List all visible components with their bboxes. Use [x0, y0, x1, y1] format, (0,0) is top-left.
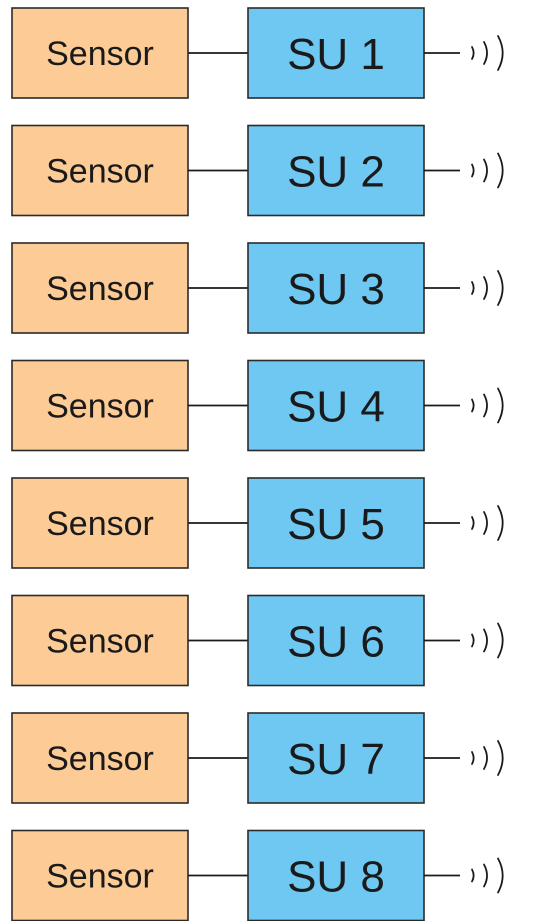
sensor-label: Sensor	[46, 740, 154, 778]
sensor-unit-label: SU 1	[287, 30, 385, 79]
sensor-unit-label: SU 4	[287, 383, 385, 432]
signal-wave-2	[483, 628, 488, 653]
signal-wave-1	[471, 868, 475, 883]
signal-wave-2	[483, 511, 488, 535]
signal-wave-2	[483, 158, 488, 183]
diagram-row-2: Sensor SU 2	[11, 124, 504, 217]
sensor-unit-box	[247, 477, 425, 569]
signal-wave-3	[497, 35, 504, 71]
signal-wave-1	[471, 633, 475, 648]
signal-wave-3	[497, 270, 504, 306]
signal-wave-1	[471, 46, 475, 60]
signal-wave-3	[497, 387, 504, 424]
sensor-unit-label: SU 8	[287, 853, 385, 902]
signal-wave-2	[483, 276, 488, 300]
signal-wave-2	[483, 746, 488, 770]
wireless-signal-icon	[424, 270, 504, 306]
signal-wave-1	[471, 281, 475, 295]
signal-wave-1	[471, 516, 475, 530]
sensor-unit-label: SU 6	[287, 618, 385, 667]
sensor-unit-label: SU 3	[287, 265, 385, 314]
wireless-signal-icon	[424, 35, 504, 71]
signal-wave-2	[483, 863, 488, 888]
signal-wave-3	[497, 505, 504, 541]
diagram-row-6: Sensor SU 6	[11, 594, 504, 687]
sensor-label: Sensor	[46, 505, 154, 543]
sensor-unit-box	[247, 594, 425, 687]
wireless-signal-icon	[424, 152, 504, 189]
sensor-box	[11, 712, 189, 804]
sensor-unit-box	[247, 712, 425, 804]
sensor-unit-box	[247, 124, 425, 217]
sensor-unit-label: SU 5	[287, 500, 385, 549]
wireless-signal-icon	[424, 387, 504, 424]
sensor-box	[11, 594, 189, 687]
sensor-label: Sensor	[46, 35, 154, 73]
signal-wave-3	[497, 857, 504, 894]
diagram-row-1: Sensor SU 1	[11, 7, 504, 99]
diagram-row-8: Sensor SU 8	[11, 829, 504, 921]
sensor-label: Sensor	[46, 388, 154, 426]
sensor-box	[11, 242, 189, 334]
signal-wave-3	[497, 740, 504, 776]
sensor-box	[11, 477, 189, 569]
diagram-row-4: Sensor SU 4	[11, 359, 504, 452]
diagram-row-3: Sensor SU 3	[11, 242, 504, 334]
signal-wave-3	[497, 622, 504, 659]
sensor-box	[11, 829, 189, 921]
sensor-box	[11, 359, 189, 452]
signal-wave-1	[471, 751, 475, 765]
wireless-signal-icon	[424, 622, 504, 659]
diagram-row-5: Sensor SU 5	[11, 477, 504, 569]
sensor-label: Sensor	[46, 153, 154, 191]
sensor-unit-label: SU 7	[287, 735, 385, 784]
sensor-label: Sensor	[46, 270, 154, 308]
wireless-signal-icon	[424, 740, 504, 776]
wireless-signal-icon	[424, 857, 504, 894]
sensor-unit-box	[247, 242, 425, 334]
signal-wave-2	[483, 41, 488, 65]
sensor-label: Sensor	[46, 623, 154, 661]
sensor-label: Sensor	[46, 858, 154, 896]
signal-wave-2	[483, 393, 488, 418]
signal-wave-3	[497, 152, 504, 189]
sensor-unit-label: SU 2	[287, 148, 385, 197]
sensor-unit-box	[247, 7, 425, 99]
sensor-box	[11, 7, 189, 99]
signal-wave-1	[471, 163, 475, 178]
diagram-row-7: Sensor SU 7	[11, 712, 504, 804]
signal-wave-1	[471, 398, 475, 413]
sensor-box	[11, 124, 189, 217]
wireless-signal-icon	[424, 505, 504, 541]
